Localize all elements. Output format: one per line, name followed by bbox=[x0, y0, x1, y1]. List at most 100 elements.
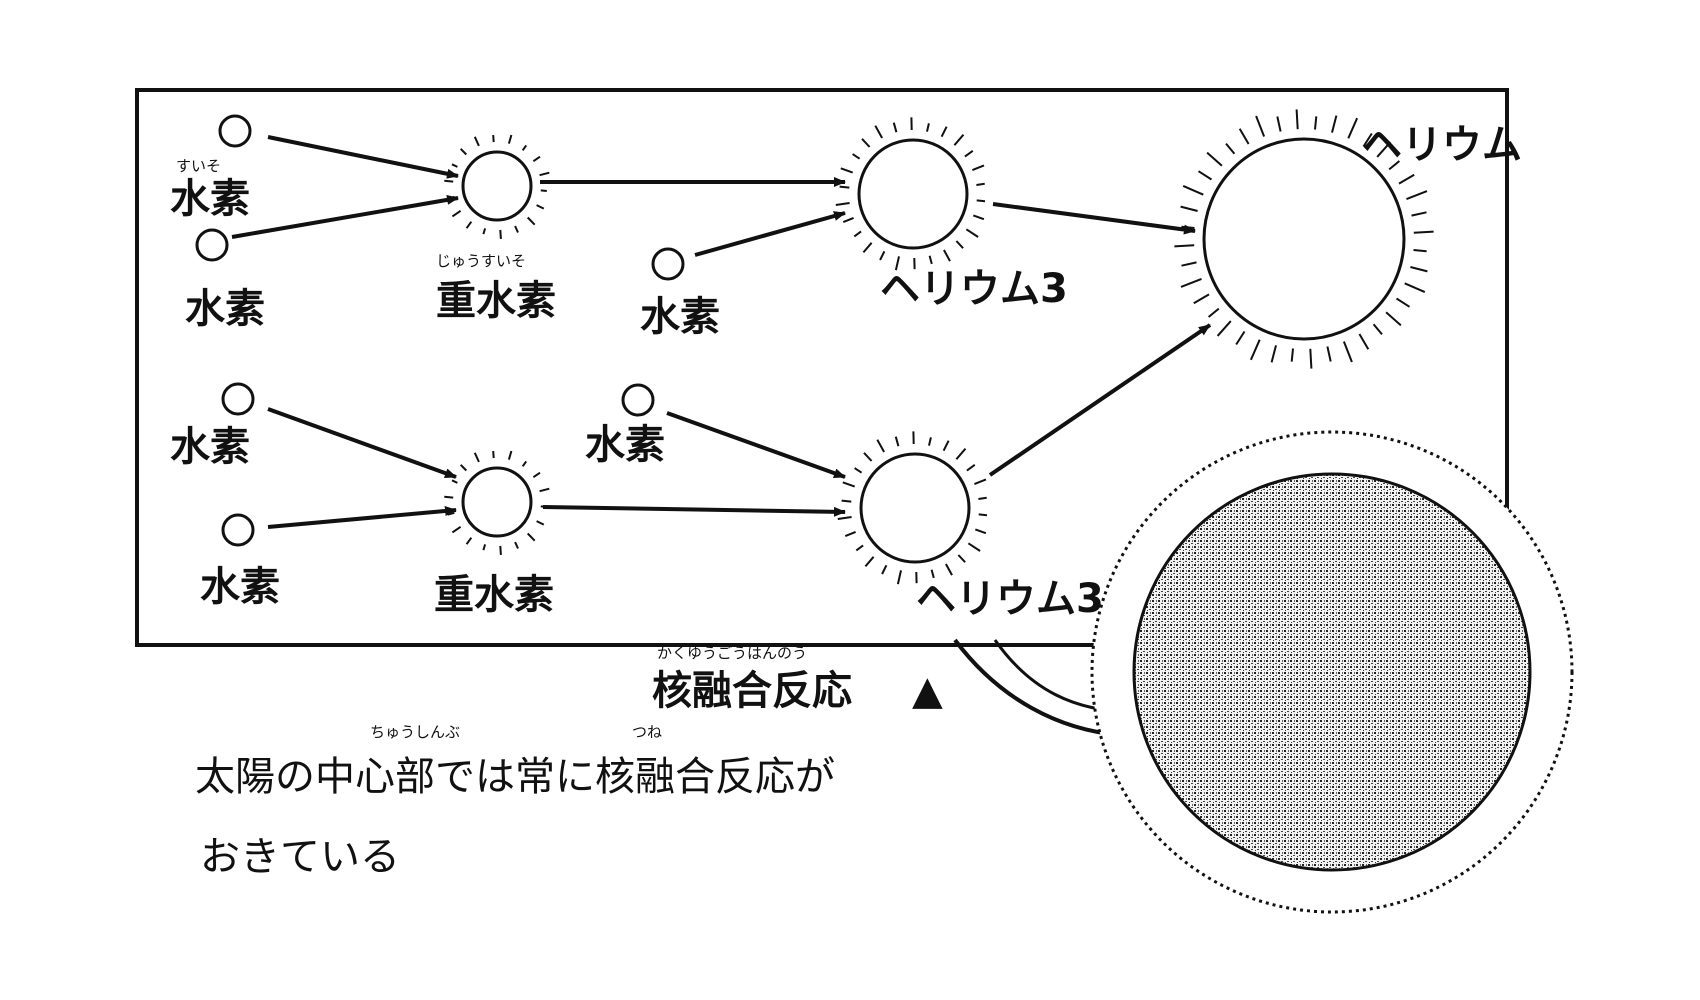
top-deuterium-ray bbox=[536, 204, 545, 210]
top-deuterium-ray bbox=[540, 189, 547, 192]
top-helium3-ray bbox=[943, 249, 951, 262]
helium-nucleus-ray bbox=[1235, 330, 1246, 346]
top-helium3-ray bbox=[839, 185, 850, 189]
helium-nucleus-ray bbox=[1276, 116, 1282, 132]
fusion-ruby: かくゆうごうはんのう bbox=[657, 644, 807, 662]
bottom-helium3-ray bbox=[854, 467, 863, 474]
bottom-deuterium-ray bbox=[536, 520, 545, 526]
arrow-h3-to-helium3 bbox=[694, 211, 846, 257]
helium-label: ヘリウム bbox=[1362, 122, 1522, 168]
helium-nucleus-ray bbox=[1193, 293, 1210, 305]
helium-nucleus-ray bbox=[1406, 190, 1428, 201]
helium-nucleus-ray bbox=[1180, 205, 1198, 212]
bottom-helium3-ray bbox=[945, 563, 953, 576]
top-deuterium-ray bbox=[499, 229, 502, 239]
arrow-h2-to-deuterium bbox=[231, 194, 459, 239]
arrow-b-h1-to-deuterium bbox=[267, 407, 457, 479]
glow-rays bbox=[444, 109, 1434, 585]
top-deuterium-ray bbox=[473, 136, 480, 147]
top-helium3-ray bbox=[840, 167, 854, 174]
bottom-helium3-ray bbox=[841, 499, 852, 503]
bottom-helium3-ray bbox=[863, 452, 873, 462]
bottom-deuterium-ray bbox=[499, 545, 502, 555]
helium-nucleus-ray bbox=[1411, 211, 1427, 217]
bottom-helium3-ray bbox=[978, 496, 987, 500]
bottom-helium3-ray bbox=[864, 556, 875, 568]
arrow-b-h3-to-helium3 bbox=[666, 411, 846, 479]
helium-nucleus-ray bbox=[1410, 266, 1428, 273]
bottom-hydrogen-2-label: 水素 bbox=[200, 564, 280, 610]
helium-nucleus-ray bbox=[1404, 282, 1426, 294]
helium-nucleus-ray bbox=[1413, 249, 1427, 253]
helium-nucleus-ray bbox=[1395, 297, 1411, 308]
bottom-deuterium-ray bbox=[473, 452, 480, 463]
bottom-deuterium-ray bbox=[447, 511, 455, 516]
fusion-marker: ▲ bbox=[912, 668, 943, 714]
bottom-hydrogen-1 bbox=[221, 382, 255, 416]
top-hydrogen-2 bbox=[195, 228, 229, 262]
helium-nucleus-ray bbox=[1314, 116, 1318, 130]
helium-nucleus-ray bbox=[1388, 160, 1401, 171]
top-hydrogen-1-label: 水素 bbox=[170, 176, 250, 222]
top-deuterium bbox=[461, 150, 533, 222]
bottom-deuterium-ray bbox=[521, 460, 528, 467]
bottom-deuterium-ray bbox=[532, 471, 541, 479]
top-deuterium-ray bbox=[532, 155, 541, 163]
top-helium3-label: ヘリウム3 bbox=[880, 266, 1068, 312]
top-hydrogen-1 bbox=[218, 114, 252, 148]
helium-nucleus-ray bbox=[1372, 323, 1383, 336]
helium-nucleus bbox=[1202, 137, 1406, 341]
reaction-frame bbox=[135, 88, 1509, 647]
bottom-helium3-label: ヘリウム3 bbox=[916, 576, 1104, 622]
top-helium3-ray bbox=[892, 122, 898, 133]
helium-nucleus-ray bbox=[1295, 109, 1299, 130]
helium-nucleus-ray bbox=[1249, 339, 1261, 361]
bottom-deuterium-ray bbox=[451, 525, 462, 534]
bottom-deuterium-ray bbox=[465, 537, 473, 545]
bottom-helium3-ray bbox=[928, 437, 932, 446]
top-helium3-ray bbox=[940, 126, 948, 138]
bottom-deuterium-ray bbox=[482, 544, 487, 551]
helium-nucleus-ray bbox=[1255, 115, 1266, 137]
bottom-hydrogen-2 bbox=[221, 513, 255, 547]
caption-ruby-center: ちゅうしんぶ bbox=[370, 723, 460, 741]
sun-core bbox=[1132, 472, 1532, 872]
top-helium3 bbox=[857, 138, 969, 250]
top-helium3-ray bbox=[976, 199, 986, 203]
bottom-hydrogen-3 bbox=[621, 383, 655, 417]
helium-nucleus-ray bbox=[1270, 345, 1277, 363]
top-helium3-ray bbox=[953, 133, 965, 146]
helium-nucleus-ray bbox=[1290, 348, 1294, 362]
helium-nucleus-ray bbox=[1197, 170, 1213, 181]
bottom-deuterium-ray bbox=[507, 450, 513, 460]
top-helium3-ray bbox=[964, 149, 974, 158]
top-deuterium-ray bbox=[492, 135, 495, 143]
top-helium3-ray bbox=[852, 153, 861, 160]
top-deuterium-ray bbox=[451, 163, 458, 168]
helium-nucleus-ray bbox=[1376, 141, 1392, 158]
top-deuterium-ray bbox=[539, 171, 550, 177]
fusion-label: 核融合反応 bbox=[652, 668, 852, 714]
top-helium3-ray bbox=[874, 125, 883, 139]
bottom-hydrogen-1-label: 水素 bbox=[170, 424, 250, 470]
helium-nucleus-ray bbox=[1358, 333, 1370, 350]
helium-nucleus-ray bbox=[1331, 115, 1338, 133]
top-helium3-ray bbox=[972, 164, 985, 172]
bottom-helium3-ray bbox=[967, 542, 981, 552]
bottom-helium3-ray bbox=[930, 569, 935, 579]
helium-nucleus-ray bbox=[1385, 311, 1402, 327]
bottom-deuterium-ray bbox=[459, 464, 468, 472]
top-deuterium-ruby: じゅうすいそ bbox=[436, 252, 526, 270]
caption-ruby-always: つね bbox=[632, 723, 662, 741]
bottom-deuterium bbox=[461, 466, 533, 538]
top-deuterium-label: 重水素 bbox=[436, 278, 556, 324]
bottom-helium3-ray bbox=[896, 570, 902, 585]
top-helium3-ray bbox=[955, 240, 964, 249]
top-helium3-ray bbox=[879, 250, 886, 261]
helium-nucleus-ray bbox=[1342, 341, 1353, 363]
bottom-helium3-ray bbox=[855, 544, 864, 552]
bottom-deuterium-ray bbox=[540, 505, 547, 508]
top-helium3-ray bbox=[862, 242, 873, 254]
top-helium3-ray bbox=[853, 230, 862, 238]
